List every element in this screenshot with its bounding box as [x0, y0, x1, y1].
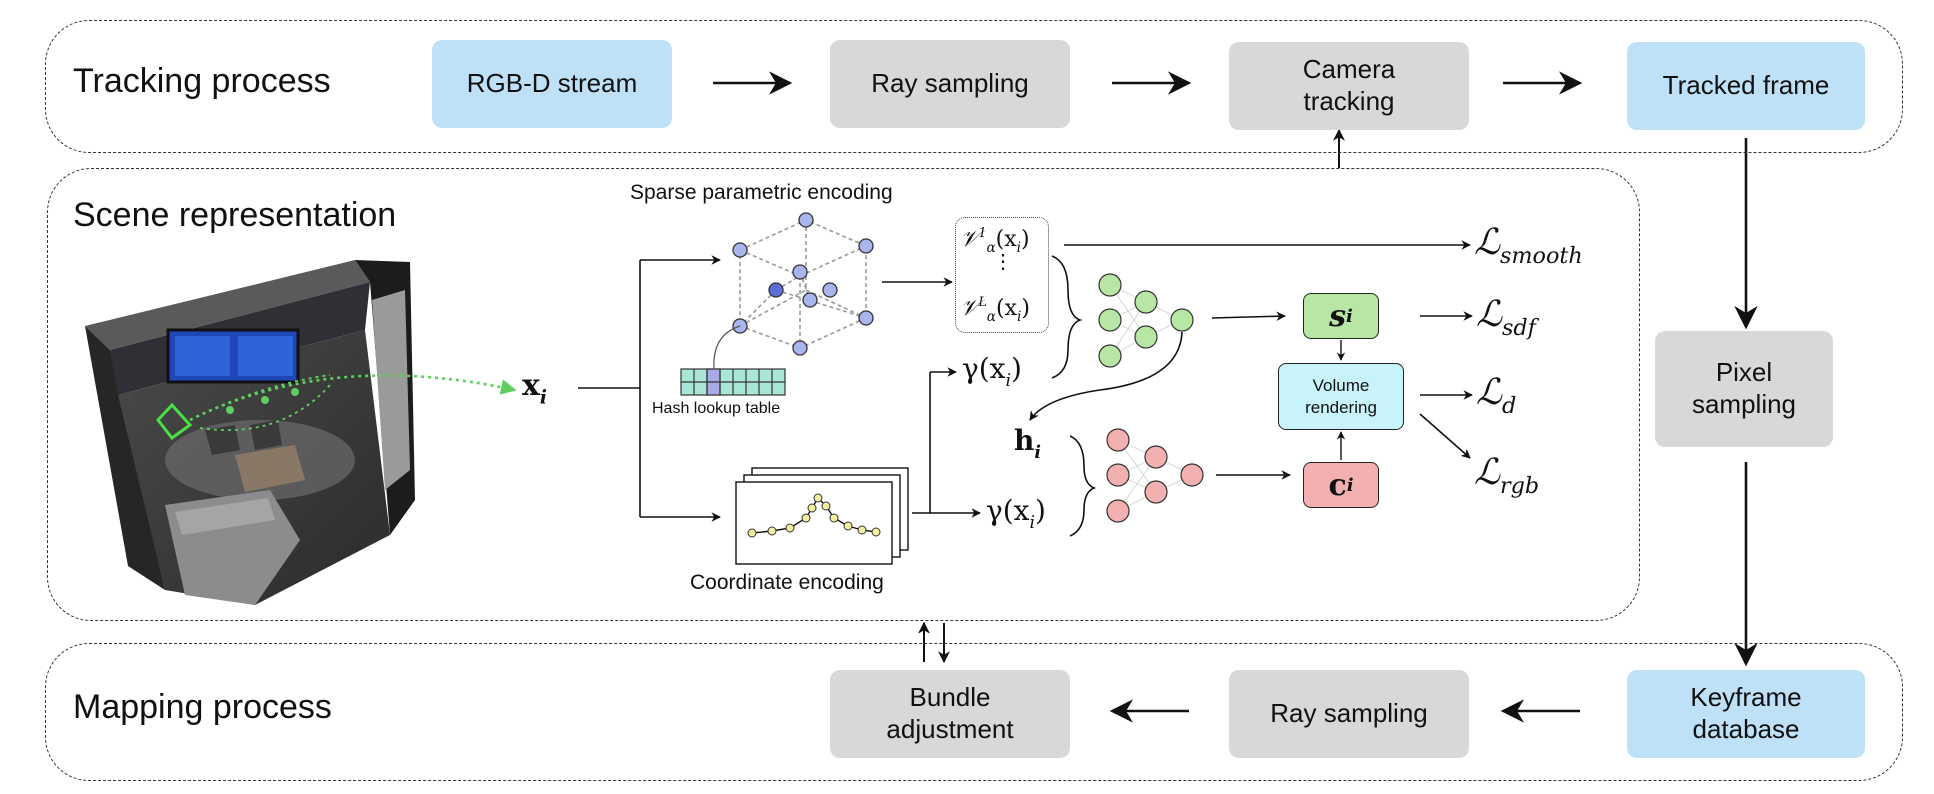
loss-rgb: ℒrgb: [1474, 452, 1540, 499]
tracking-region: [45, 20, 1903, 153]
coordinate-encoding-label: Coordinate encoding: [690, 571, 884, 594]
mapping-region: [45, 643, 1903, 781]
scene-region: [47, 168, 1640, 621]
gamma-encoding-top: γ(xi): [962, 352, 1022, 391]
hidden-feature-label: hi: [1014, 424, 1041, 463]
arrow-to-h: [1029, 331, 1183, 421]
arrow-mlp-to-s: [1211, 311, 1286, 322]
gamma-encoding-bottom: γ(xi): [986, 494, 1046, 533]
scene-title: Scene representation: [73, 196, 397, 234]
sparse-encoding-label: Sparse parametric encoding: [630, 181, 893, 204]
bundle-adjustment-box: Bundle adjustment: [830, 670, 1070, 758]
brace-geometry: [1051, 255, 1083, 379]
arrow-to-rgb: [1419, 413, 1471, 459]
mapping-title: Mapping process: [73, 688, 332, 726]
loss-depth: ℒd: [1476, 372, 1517, 419]
feature-level-1: 𝒱1α(xi): [960, 226, 1030, 257]
brace-color: [1069, 435, 1097, 537]
coordinate-encoding-plot: [735, 467, 909, 565]
sparse-grid-nodes: [732, 212, 874, 356]
camera-tracking-box: Camera tracking: [1229, 42, 1469, 130]
mapping-ray-sampling-box: Ray sampling: [1229, 670, 1469, 758]
room-scene-image: [85, 260, 517, 605]
feature-levels-box: [955, 217, 1049, 333]
keyframe-database-box: Keyframe database: [1627, 670, 1865, 758]
volume-rendering-box: Volume rendering: [1278, 363, 1404, 430]
tracking-title: Tracking process: [73, 62, 331, 100]
loss-smooth: ℒsmooth: [1474, 222, 1583, 269]
feature-level-dots: ⋮: [993, 249, 1013, 273]
tracked-frame-box: Tracked frame: [1627, 42, 1865, 130]
tracking-ray-sampling-box: Ray sampling: [830, 40, 1070, 128]
feature-level-L: 𝒱Lα(xi): [960, 295, 1030, 326]
pixel-sampling-box: Pixel sampling: [1655, 331, 1833, 447]
hash-table-label: Hash lookup table: [652, 400, 781, 417]
loss-sdf: ℒsdf: [1476, 294, 1536, 341]
input-point-label: xi: [522, 368, 547, 409]
hash-lookup-table: [680, 368, 786, 396]
rgbd-stream-box: RGB-D stream: [432, 40, 672, 128]
